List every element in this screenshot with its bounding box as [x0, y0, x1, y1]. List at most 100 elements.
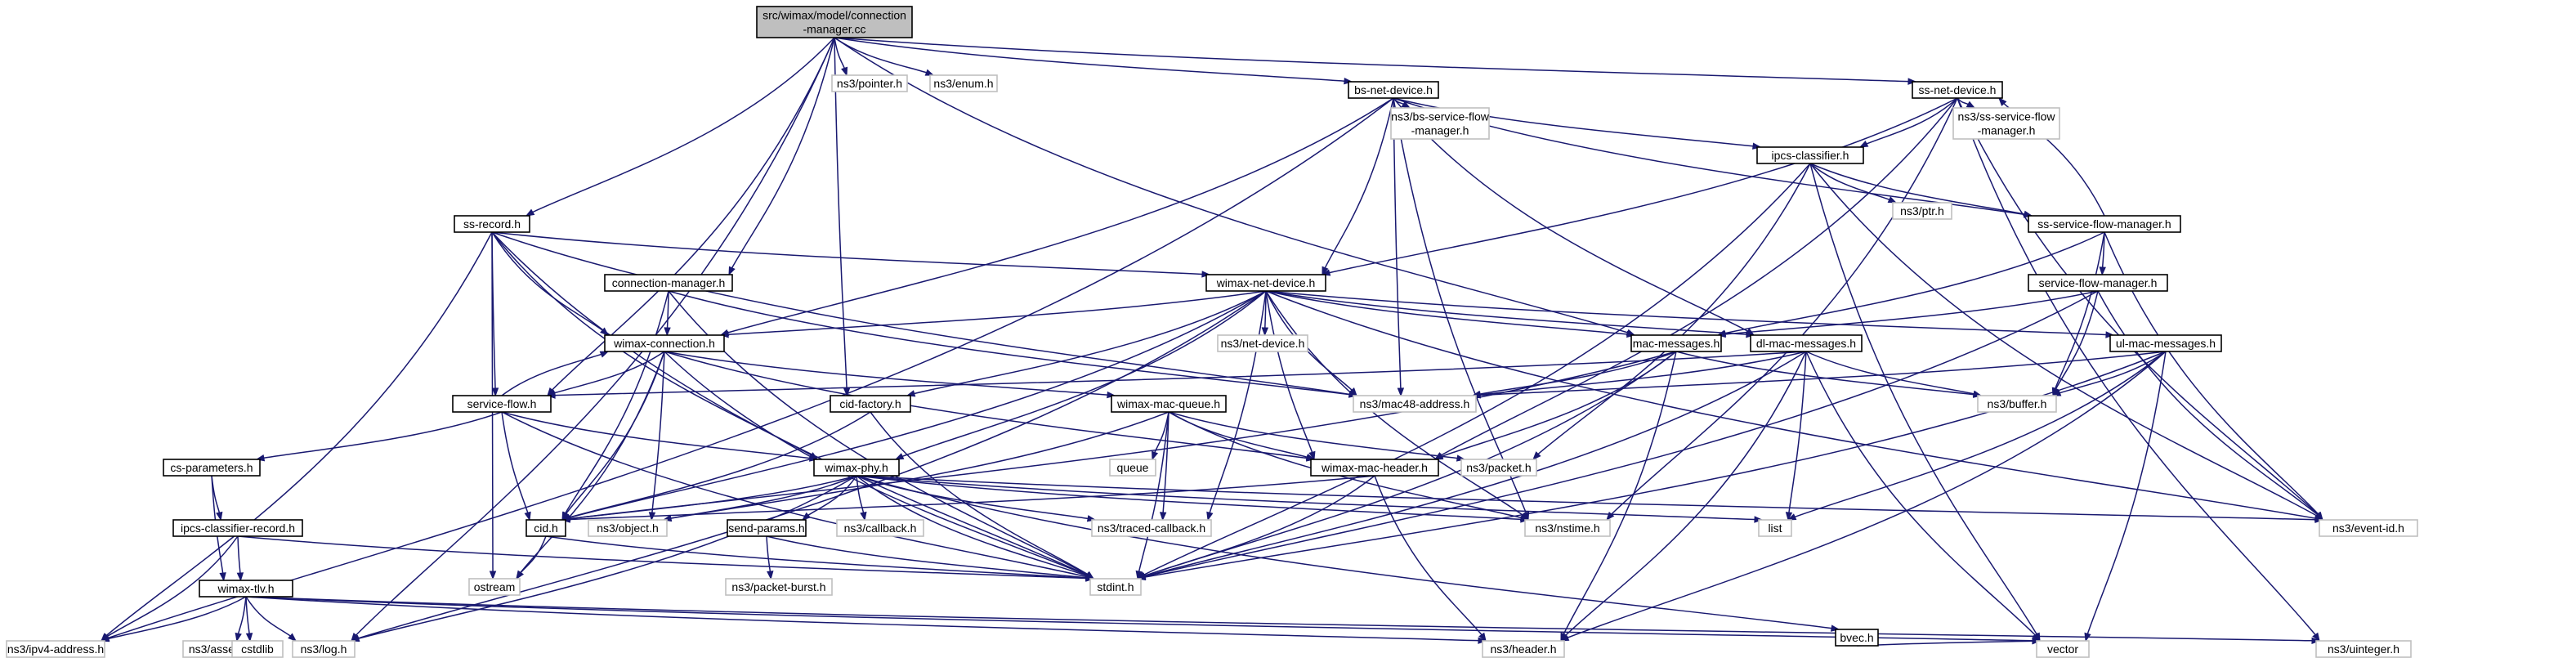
- node-callback[interactable]: ns3/callback.h: [836, 519, 924, 537]
- edge-wphy-callback: [856, 475, 867, 522]
- node-label: ipcs-classifier.h: [1772, 149, 1849, 162]
- node-box: [1111, 395, 1227, 413]
- node-box: [1089, 578, 1142, 596]
- node-uinteger[interactable]: ns3/uinteger.h: [2315, 640, 2412, 658]
- node-csparams[interactable]: cs-parameters.h: [163, 459, 261, 477]
- node-ssrecord[interactable]: ss-record.h: [454, 215, 530, 233]
- node-box: [756, 6, 913, 38]
- edge-ulmac-header: [1559, 351, 2167, 642]
- node-box: [1630, 334, 1722, 352]
- node-wtlv[interactable]: wimax-tlv.h: [199, 580, 293, 598]
- node-label: ns3/header.h: [1491, 642, 1557, 656]
- node-ptr[interactable]: ns3/ptr.h: [1892, 202, 1952, 220]
- edge-dlmac-header: [1560, 351, 1807, 642]
- node-macqueue[interactable]: wimax-mac-queue.h: [1111, 395, 1227, 413]
- edge-connmgr-cid: [561, 290, 669, 522]
- node-box: [1348, 81, 1439, 99]
- node-wphy[interactable]: wimax-phy.h: [813, 459, 900, 477]
- node-root[interactable]: src/wimax/model/connection-manager.cc: [756, 6, 913, 38]
- node-ipcs[interactable]: ipcs-classifier.h: [1756, 146, 1864, 164]
- node-header[interactable]: ns3/header.h: [1482, 640, 1565, 658]
- node-box: [1756, 146, 1864, 164]
- node-queue[interactable]: queue: [1109, 459, 1156, 477]
- node-pburst[interactable]: ns3/packet-burst.h: [725, 578, 833, 596]
- node-label: wimax-mac-header.h: [1321, 461, 1428, 474]
- edge-wtlv-cstdlib: [245, 596, 253, 642]
- edge-wimaxnet-macmsg: [1265, 290, 1636, 338]
- node-wimaxnet[interactable]: wimax-net-device.h: [1205, 274, 1326, 292]
- node-box: [1310, 459, 1439, 477]
- edge-root-connmgr: [728, 37, 835, 276]
- edge-ssnet-uinteger: [1957, 97, 2320, 642]
- node-wimaxconn[interactable]: wimax-connection.h: [604, 334, 725, 352]
- node-mac48[interactable]: ns3/mac48-address.h: [1353, 395, 1477, 413]
- node-sendp[interactable]: send-params.h: [727, 519, 807, 537]
- edge-ssrecord-mac48: [491, 231, 1358, 398]
- node-log[interactable]: ns3/log.h: [292, 640, 356, 658]
- node-label: cid.h: [534, 522, 558, 535]
- node-box: [199, 580, 293, 598]
- edge-ssrecord-wimaxnet: [491, 231, 1211, 278]
- edge-dlmac-vector: [1805, 351, 2041, 642]
- node-box: [1835, 629, 1879, 647]
- node-stdint[interactable]: stdint.h: [1089, 578, 1142, 596]
- edge-machdr-header: [1374, 475, 1487, 642]
- node-vector[interactable]: vector: [2036, 640, 2090, 658]
- node-cstdlib[interactable]: cstdlib: [231, 640, 284, 658]
- node-packet[interactable]: ns3/packet.h: [1460, 459, 1537, 477]
- node-box: [1205, 274, 1326, 292]
- node-macmsg[interactable]: mac-messages.h: [1630, 334, 1722, 352]
- node-ipcsrec[interactable]: ipcs-classifier-record.h: [172, 519, 303, 537]
- node-label: ostream: [474, 580, 516, 593]
- node-sfmgr[interactable]: service-flow-manager.h: [2028, 274, 2168, 292]
- node-box: [836, 519, 924, 537]
- node-dlmac[interactable]: dl-mac-messages.h: [1750, 334, 1863, 352]
- node-nstime[interactable]: ns3/nstime.h: [1524, 519, 1611, 537]
- node-connmgr[interactable]: connection-manager.h: [604, 274, 733, 292]
- node-bssfm[interactable]: ns3/bs-service-flow-manager.h: [1390, 107, 1490, 140]
- node-ulmac[interactable]: ul-mac-messages.h: [2109, 334, 2222, 352]
- node-box: [525, 519, 566, 537]
- node-buffer[interactable]: ns3/buffer.h: [1977, 395, 2057, 413]
- node-label: cstdlib: [241, 642, 274, 656]
- edge-sfmgr-stdint: [1136, 290, 2099, 580]
- edge-ssnet-ipcs: [1858, 97, 1958, 148]
- node-eventid[interactable]: ns3/event-id.h: [2319, 519, 2418, 537]
- node-box: [2036, 640, 2090, 658]
- edge-wphy-sendp: [801, 475, 857, 521]
- node-netdev[interactable]: ns3/net-device.h: [1217, 334, 1308, 352]
- node-box: [1482, 640, 1565, 658]
- node-label: dl-mac-messages.h: [1756, 337, 1856, 350]
- node-label: list: [1768, 522, 1782, 535]
- node-object[interactable]: ns3/object.h: [588, 519, 668, 537]
- edge-dlmac-mac48: [1471, 351, 1807, 398]
- node-sssfmext[interactable]: ns3/ss-service-flow-manager.h: [1952, 107, 2060, 140]
- node-sflow[interactable]: service-flow.h: [452, 395, 552, 413]
- node-ostream[interactable]: ostream: [468, 578, 521, 596]
- edge-ssrecord-ipv4: [101, 231, 493, 642]
- node-machdr[interactable]: wimax-mac-header.h: [1310, 459, 1439, 477]
- edge-wtlv-ipv4: [100, 596, 247, 642]
- node-cid[interactable]: cid.h: [525, 519, 566, 537]
- node-list[interactable]: list: [1758, 519, 1792, 537]
- node-cidfac[interactable]: cid-factory.h: [830, 395, 911, 413]
- node-sssfm[interactable]: ss-service-flow-manager.h: [2028, 215, 2181, 233]
- node-label: vector: [2047, 642, 2078, 656]
- node-box: [604, 274, 733, 292]
- node-traced[interactable]: ns3/traced-callback.h: [1091, 519, 1212, 537]
- node-label: ns3/bs-service-flow: [1391, 110, 1490, 123]
- node-box: [830, 395, 911, 413]
- node-label: cid-factory.h: [839, 397, 901, 410]
- node-label: ns3/nstime.h: [1535, 522, 1599, 535]
- edge-wimaxnet-mac48: [1265, 290, 1357, 397]
- node-bsnet[interactable]: bs-net-device.h: [1348, 81, 1439, 99]
- node-pointer[interactable]: ns3/pointer.h: [831, 74, 908, 92]
- edge-wphy-log: [350, 475, 857, 642]
- node-ssnet[interactable]: ss-net-device.h: [1912, 81, 2003, 99]
- node-enum[interactable]: ns3/enum.h: [929, 74, 998, 92]
- node-box: [1091, 519, 1212, 537]
- node-label: queue: [1117, 461, 1149, 474]
- edge-macqueue-packet: [1168, 411, 1466, 462]
- node-ipv4[interactable]: ns3/ipv4-address.h: [6, 640, 105, 658]
- node-bvec[interactable]: bvec.h: [1835, 629, 1879, 647]
